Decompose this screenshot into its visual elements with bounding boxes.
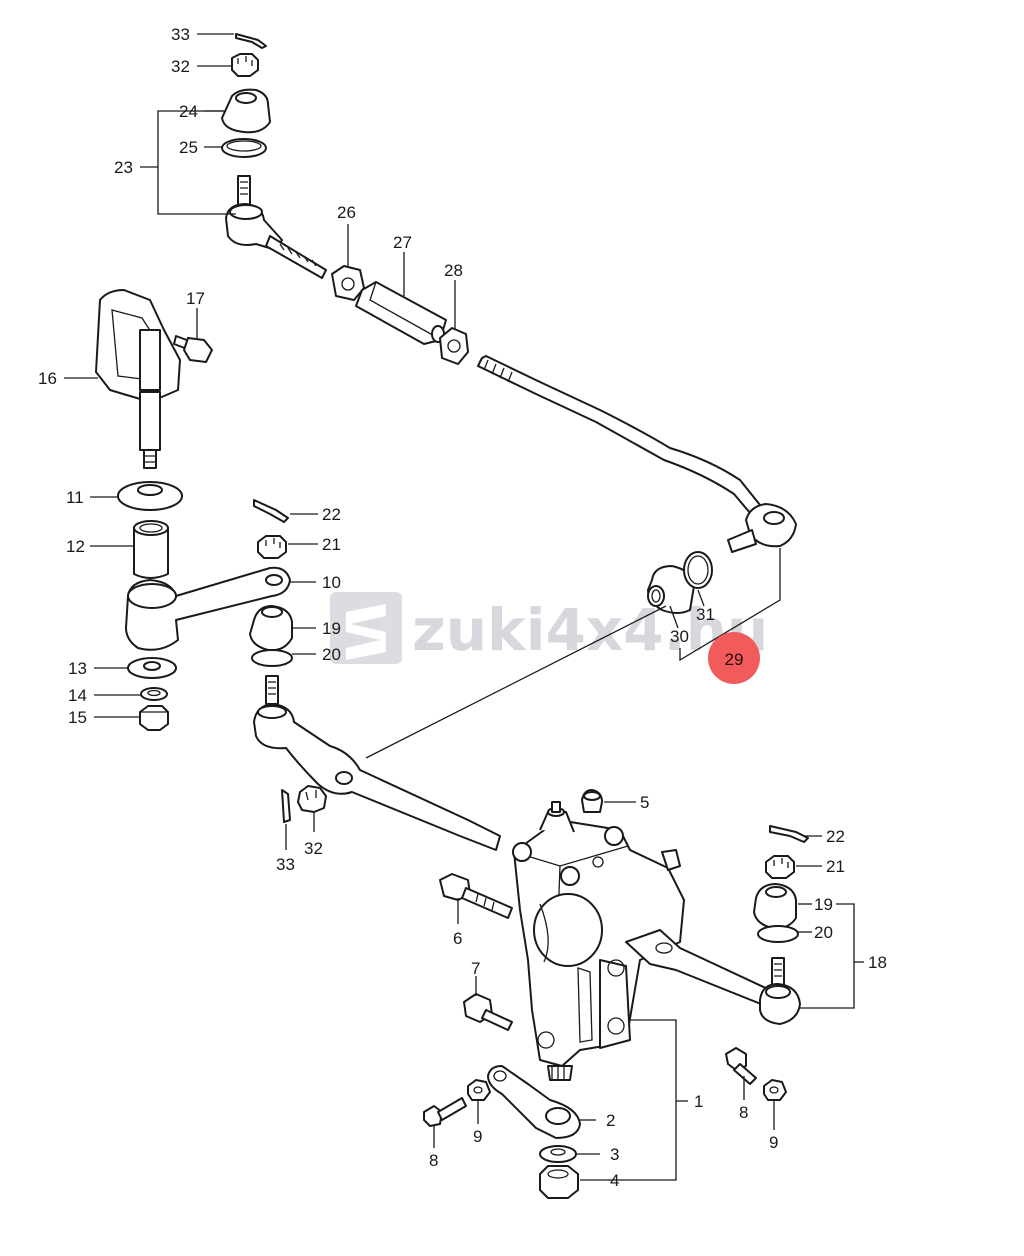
nut-9a	[467, 1079, 491, 1101]
dust-boot-19a	[249, 605, 293, 652]
adjusting-sleeve	[355, 281, 447, 345]
callout-13[interactable]: 13	[68, 659, 87, 678]
callout-28[interactable]: 28	[444, 261, 463, 280]
bolt-17	[173, 335, 213, 363]
bolt-6	[439, 873, 513, 919]
callout-19-left[interactable]: 19	[322, 619, 341, 638]
dust-boot-top	[221, 88, 271, 134]
callout-9-right[interactable]: 9	[769, 1133, 778, 1152]
callout-20-right[interactable]: 20	[814, 923, 833, 942]
dust-boot-19b	[753, 883, 797, 930]
center-link	[253, 675, 501, 851]
castle-nut-21a	[257, 535, 287, 559]
bolt-8b	[725, 1047, 757, 1085]
castle-nut-21b	[765, 855, 795, 879]
bolt-8a	[423, 1097, 467, 1127]
bolt-7	[463, 993, 513, 1031]
castle-nut-bottom	[297, 785, 327, 813]
nut-4	[539, 1165, 579, 1199]
washer-3	[539, 1145, 577, 1163]
washer-13	[127, 657, 177, 679]
callout-4[interactable]: 4	[610, 1171, 619, 1190]
callout-22-right[interactable]: 22	[826, 827, 845, 846]
callout-15[interactable]: 15	[68, 708, 87, 727]
callout-9-left[interactable]: 9	[473, 1127, 482, 1146]
nut-9b	[763, 1079, 787, 1101]
bushing-12	[133, 520, 169, 579]
watermark-s-icon	[346, 604, 386, 660]
callout-3[interactable]: 3	[610, 1145, 619, 1164]
callout-32-top[interactable]: 32	[171, 57, 190, 76]
relay-rod	[477, 355, 765, 521]
callout-20-left[interactable]: 20	[322, 645, 341, 664]
callout-5[interactable]: 5	[640, 793, 649, 812]
lock-nut-28	[439, 327, 469, 365]
leader-lines	[64, 33, 864, 1181]
washer-11	[117, 481, 183, 511]
clip-ring-20a	[251, 649, 293, 667]
callout-19-right[interactable]: 19	[814, 895, 833, 914]
callout-6[interactable]: 6	[453, 929, 462, 948]
callout-17[interactable]: 17	[186, 289, 205, 308]
callout-7[interactable]: 7	[471, 959, 480, 978]
callout-label-29[interactable]: 29	[725, 650, 744, 669]
castle-nut-top	[231, 53, 259, 77]
callout-33-bottom[interactable]: 33	[276, 855, 295, 874]
callout-11[interactable]: 11	[66, 488, 84, 507]
tie-rod-end-lower-right	[625, 929, 801, 1025]
callout-24[interactable]: 24	[179, 102, 198, 121]
callout-23[interactable]: 23	[114, 158, 133, 177]
callout-16[interactable]: 16	[38, 369, 57, 388]
highlighted-callout-29[interactable]: 29	[708, 632, 760, 684]
callout-31[interactable]: 31	[696, 605, 715, 624]
callout-25[interactable]: 25	[179, 138, 198, 157]
callout-26[interactable]: 26	[337, 203, 356, 222]
callout-12[interactable]: 12	[66, 537, 85, 556]
cotter-pin-top	[235, 33, 267, 49]
callout-21-left[interactable]: 21	[322, 535, 341, 554]
clip-ring-20b	[757, 925, 799, 943]
callout-18[interactable]: 18	[868, 953, 887, 972]
grease-fitting-5	[581, 789, 603, 813]
clip-ring-top	[221, 138, 267, 158]
callout-22-left[interactable]: 22	[322, 505, 341, 524]
callout-8-right[interactable]: 8	[739, 1103, 748, 1122]
callout-27[interactable]: 27	[393, 233, 412, 252]
callout-2[interactable]: 2	[606, 1111, 615, 1130]
highlight-marker-icon[interactable]	[708, 632, 760, 684]
dust-boot-30	[647, 565, 695, 614]
callout-21-right[interactable]: 21	[826, 857, 845, 876]
nut-15	[139, 705, 169, 731]
clip-ring-31	[683, 551, 713, 589]
cotter-pin-bottom	[281, 789, 291, 823]
idler-arm-10	[125, 566, 291, 651]
cotter-pin-22a	[253, 499, 289, 523]
idler-arm-bracket	[95, 289, 181, 469]
callout-8-left[interactable]: 8	[429, 1151, 438, 1170]
cotter-pin-22b	[769, 825, 809, 843]
steering-gear-box	[512, 801, 685, 1081]
tie-rod-end-right	[727, 503, 797, 553]
callout-32-bottom[interactable]: 32	[304, 839, 323, 858]
pitman-arm	[487, 1065, 581, 1139]
callout-33-top[interactable]: 33	[171, 25, 190, 44]
callout-1[interactable]: 1	[694, 1092, 703, 1111]
callout-10[interactable]: 10	[322, 573, 341, 592]
callout-labels: 33 32 24 25 23 26 27 28 17 16 11 12 22 2…	[38, 25, 887, 1190]
lock-washer-14	[140, 687, 168, 701]
callout-14[interactable]: 14	[68, 686, 87, 705]
callout-30[interactable]: 30	[670, 627, 689, 646]
tie-rod-end-upper	[225, 175, 327, 279]
